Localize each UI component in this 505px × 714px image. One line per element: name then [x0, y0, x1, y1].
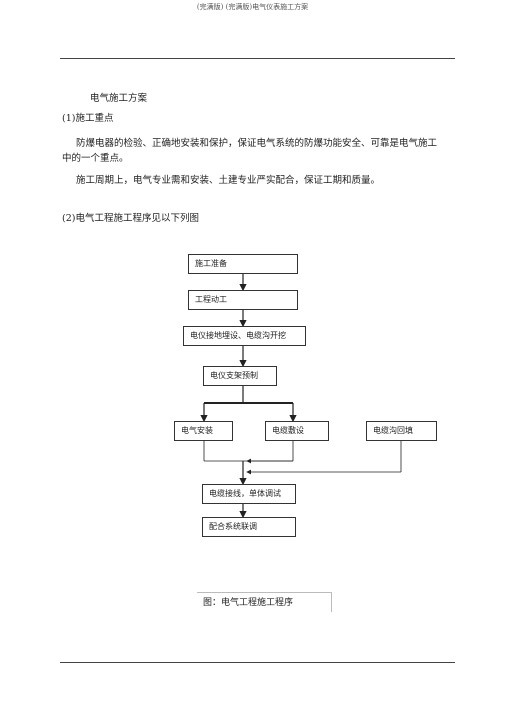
- section-1-heading: (1)施工重点: [62, 113, 114, 124]
- section-2-heading: (2)电气工程施工程序见以下列图: [62, 213, 199, 224]
- flow-step-wiring-test: 电缆接线，单体调试: [202, 484, 296, 504]
- flow-branch-cable-laying: 电缆敷设: [265, 421, 329, 441]
- bottom-rule: [60, 662, 455, 663]
- paragraph-2: 施工周期上，电气专业需和安装、土建专业严实配合，保证工期和质量。: [76, 175, 381, 186]
- figure-caption: 图：电气工程施工程序: [197, 592, 332, 612]
- flow-step-system-commissioning: 配合系统联调: [202, 517, 296, 537]
- flow-step-prepare: 施工准备: [188, 254, 298, 274]
- doc-title: 电气施工方案: [90, 93, 148, 104]
- paragraph-1: 防爆电器的检验、正确地安装和保护，保证电气系统的防爆功能安全、可靠是电气施工中的…: [62, 138, 438, 164]
- flow-branch-trench-backfill: 电缆沟回填: [366, 421, 437, 441]
- flow-step-start: 工程动工: [188, 290, 298, 310]
- top-rule: [60, 58, 455, 59]
- flow-step-grounding-trench: 电仪接地埋设、电缆沟开挖: [183, 326, 306, 346]
- flow-step-bracket-prefab: 电仪支架预制: [203, 366, 277, 386]
- flow-branch-electrical-install: 电气安装: [174, 421, 233, 441]
- page-header: (完满版) (完满版)电气仪表施工方案: [196, 3, 309, 11]
